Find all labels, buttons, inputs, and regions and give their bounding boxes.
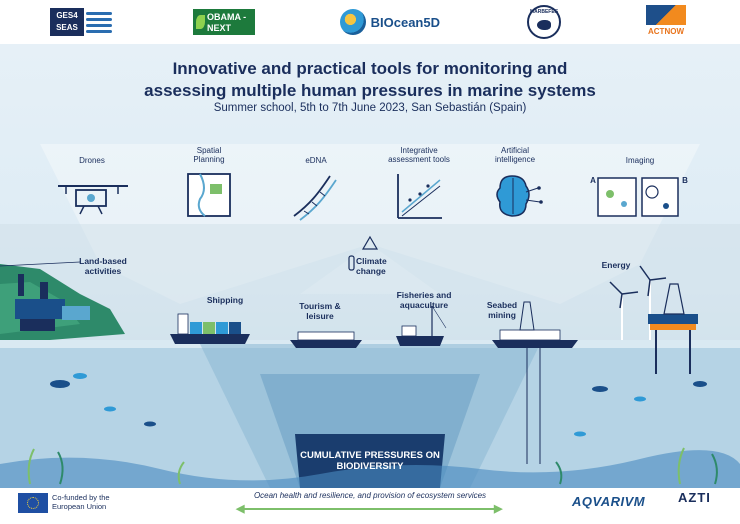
actnow-logo: ACTNOW: [643, 5, 689, 39]
cargo-ship-icon: [170, 313, 250, 344]
arrow-right-icon: ▶: [494, 503, 503, 515]
marbefes-logo: MARBEFES: [527, 5, 561, 39]
obama-next-logo: OBAMA - NEXT: [193, 9, 255, 35]
aquarium-logo: AQVARIVM: [572, 494, 646, 509]
title-line-1: Innovative and practical tools for monit…: [172, 59, 568, 78]
fishing-boat-icon: [396, 305, 447, 346]
biocean5d-logo-text: BIOcean5D: [370, 14, 440, 30]
imaging-icon: [597, 177, 679, 217]
imaging-mark-b: B: [682, 176, 688, 185]
sector-label-tourism: Tourism & leisure: [299, 301, 341, 321]
cruise-ship-icon: [290, 331, 362, 348]
sector-label-fisheries: Fisheries and aquaculture: [396, 290, 452, 310]
page-title: Innovative and practical tools for monit…: [0, 58, 740, 102]
building-icon: [62, 306, 90, 320]
waves-icon: [86, 8, 112, 36]
cumulative-pressures-label: CUMULATIVE PRESSURES ON BIODIVERSITY: [300, 450, 440, 472]
eu-flag-icon: [18, 493, 48, 513]
eu-cofunded-text: Co-funded by the European Union: [52, 493, 110, 511]
fish-school-icon: [50, 373, 707, 437]
tool-label-integrative-tools: Integrative assessment tools: [388, 146, 450, 164]
arrow-left-icon: ◀: [236, 503, 245, 515]
drone-icon: [58, 185, 128, 215]
infographic-panel: Innovative and practical tools for monit…: [0, 44, 740, 488]
brain-icon: [496, 175, 543, 217]
seabed: [0, 450, 740, 488]
ges4seas-logo: GES4 SEAS: [50, 7, 112, 37]
sector-label-land-based: Land-based activities: [79, 256, 127, 276]
sector-label-energy: Energy: [601, 260, 631, 270]
tool-label-spatial-planning: Spatial Planning: [193, 146, 225, 164]
biocean5d-logo: BIOcean5D: [340, 7, 440, 37]
oil-platform-icon: [648, 283, 698, 374]
azti-logo: AZTI: [678, 490, 711, 505]
factory-icon: [15, 299, 65, 319]
wind-turbine-icon: [609, 281, 639, 340]
footer-arrow-line: [240, 508, 500, 510]
fish-icon: [537, 20, 551, 30]
thermometer-icon: [348, 255, 355, 271]
climate-beam: [300, 244, 440, 294]
horizon-band: [0, 224, 740, 344]
event-subtitle: Summer school, 5th to 7th June 2023, San…: [213, 102, 527, 114]
title-line-2: assessing multiple human pressures in ma…: [144, 81, 596, 100]
marbefes-logo-text: MARBEFES: [529, 9, 559, 15]
sector-label-shipping: Shipping: [206, 295, 244, 305]
tool-label-drones: Drones: [79, 156, 105, 165]
sector-label-seabed-mining: Seabed mining: [486, 300, 518, 320]
chimney-icon: [18, 274, 24, 296]
sector-label-climate-change: Climate change: [356, 256, 387, 276]
tool-label-imaging: Imaging: [625, 156, 655, 165]
tool-label-edna: eDNA: [305, 156, 327, 165]
mining-vessel-icon: [492, 301, 578, 464]
footer: Co-funded by the European Union Ocean he…: [0, 488, 740, 524]
building-icon: [20, 319, 55, 331]
imaging-mark-a: A: [590, 176, 596, 185]
leaf-icon: [196, 15, 205, 29]
globe-icon: [340, 9, 366, 35]
chimney-icon: [40, 282, 48, 300]
actnow-mark-icon: [646, 5, 686, 25]
power-line: [0, 261, 81, 267]
obama-next-logo-text: OBAMA - NEXT: [207, 12, 247, 33]
tool-label-artificial-intelligence: Artificial intelligence: [494, 146, 536, 164]
seaweed-icon: [27, 447, 718, 485]
actnow-logo-text: ACTNOW: [648, 27, 684, 36]
scatter-chart-icon: [397, 174, 442, 219]
dna-icon: [293, 175, 337, 221]
warning-icon: [361, 235, 379, 250]
ges4seas-logo-text: GES4 SEAS: [50, 8, 84, 36]
footer-tagline: Ocean health and resilience, and provisi…: [253, 491, 487, 500]
map-icon: [187, 173, 231, 217]
infographic-scene: [0, 144, 740, 488]
partner-logo-bar: GES4 SEAS OBAMA - NEXT BIOcean5D MARBEFE…: [0, 0, 740, 44]
